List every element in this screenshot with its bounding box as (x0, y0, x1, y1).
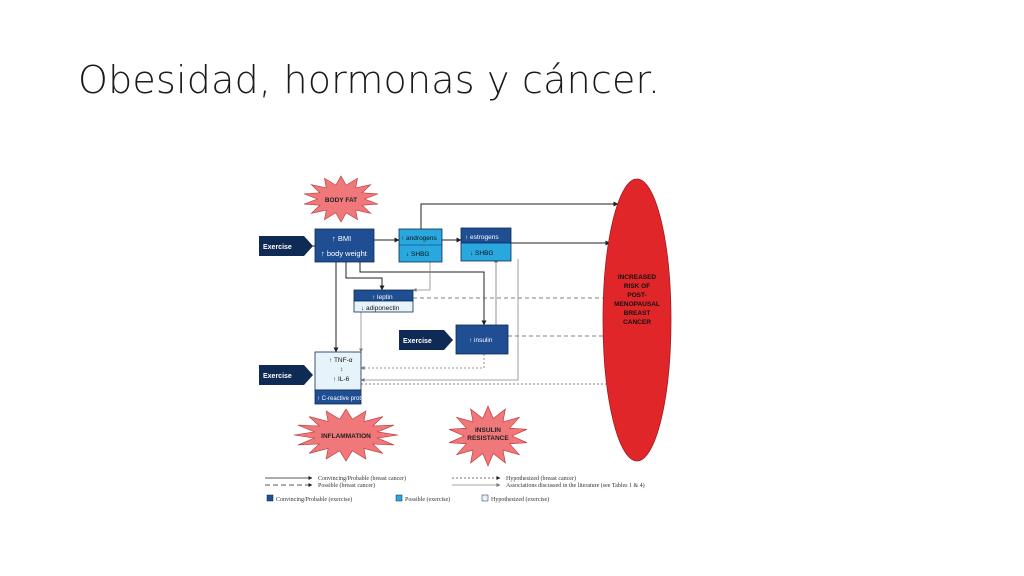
insulin-resistance-label-line-2: RESISTANCE (467, 435, 509, 442)
shbg-label-2: ↓ SHBG (470, 250, 493, 257)
exercise-label: Exercise (403, 338, 432, 345)
bmi-box: ↑ BMI ↑ body weight (314, 228, 375, 263)
insulin-resistance-label-line-1: INSULIN (475, 427, 501, 434)
estrogens-box: ↑ estrogens ↓ SHBG (460, 227, 512, 262)
legend-box-possible: Possible (exercise) (405, 496, 450, 503)
breast-cancer-risk-oval: INCREASED RISK OF POST- MENOPAUSAL BREAS… (602, 178, 672, 462)
adiponectin-label: ↓ adiponectin (361, 305, 400, 312)
androgens-box: ↑ androgens ↓ SHBG (398, 228, 443, 263)
exercise-label: Exercise (263, 373, 292, 380)
outcome-line-1: INCREASED (618, 274, 657, 281)
androgens-label: ↑ androgens (401, 235, 438, 242)
slide-title: Obesidad, hormonas y cáncer. (78, 58, 661, 102)
legend: Convincing/Probable (breast cancer) Poss… (265, 475, 645, 503)
outcome-line-2: RISK OF (624, 283, 650, 290)
body-weight-label: ↑ body weight (321, 249, 368, 258)
legend-convincing: Convincing/Probable (breast cancer) (318, 475, 406, 482)
outcome-line-6: CANCER (623, 319, 651, 326)
bmi-label: ↑ BMI (332, 234, 351, 243)
insulin-box: ↑ insulin (455, 324, 509, 355)
legend-possible: Possible (breast cancer) (318, 482, 375, 489)
connector-lines (302, 201, 619, 386)
body-fat-starburst: BODY FAT (303, 175, 379, 223)
exercise-label: Exercise (263, 244, 292, 251)
il6-label: ↑ IL-6 (333, 376, 350, 383)
exercise-tag-3: Exercise (259, 365, 313, 385)
legend-box-convincing: Convincing/Probable (exercise) (276, 496, 352, 503)
inflammation-markers-box: ↑ TNF-α ↕ ↑ IL-6 ↑ C-reactive protein (314, 351, 369, 405)
legend-box-hypothesized: Hypothesized (exercise) (491, 496, 549, 503)
tnf-label: ↑ TNF-α (329, 357, 353, 364)
outcome-line-4: MENOPAUSAL (614, 301, 660, 308)
exercise-tag-1: Exercise (259, 236, 313, 256)
legend-swatch-possible (395, 494, 403, 502)
legend-swatch-convincing (266, 494, 274, 502)
inflammation-starburst: INFLAMMATION (293, 408, 399, 462)
estrogens-label: ↑ estrogens (465, 234, 499, 241)
insulin-resistance-starburst: INSULIN RESISTANCE (448, 405, 528, 467)
legend-hypothesized: Hypothesized (breast cancer) (506, 475, 576, 482)
legend-associations: Associations discussed in the literature… (506, 482, 645, 489)
leptin-label: ↑ leptin (372, 294, 393, 301)
legend-swatch-hypothesized (481, 494, 489, 502)
updown-arrow-icon: ↕ (340, 367, 343, 373)
body-fat-label: BODY FAT (325, 197, 357, 204)
shbg-label-1: ↓ SHBG (406, 251, 429, 258)
inflammation-label: INFLAMMATION (321, 433, 371, 440)
leptin-box: ↑ leptin ↓ adiponectin (353, 289, 414, 313)
outcome-line-5: BREAST (624, 310, 651, 317)
crp-label: ↑ C-reactive protein (317, 396, 369, 402)
insulin-label: ↑ insulin (469, 337, 493, 344)
exercise-tag-2: Exercise (399, 330, 453, 350)
outcome-line-3: POST- (627, 292, 647, 299)
